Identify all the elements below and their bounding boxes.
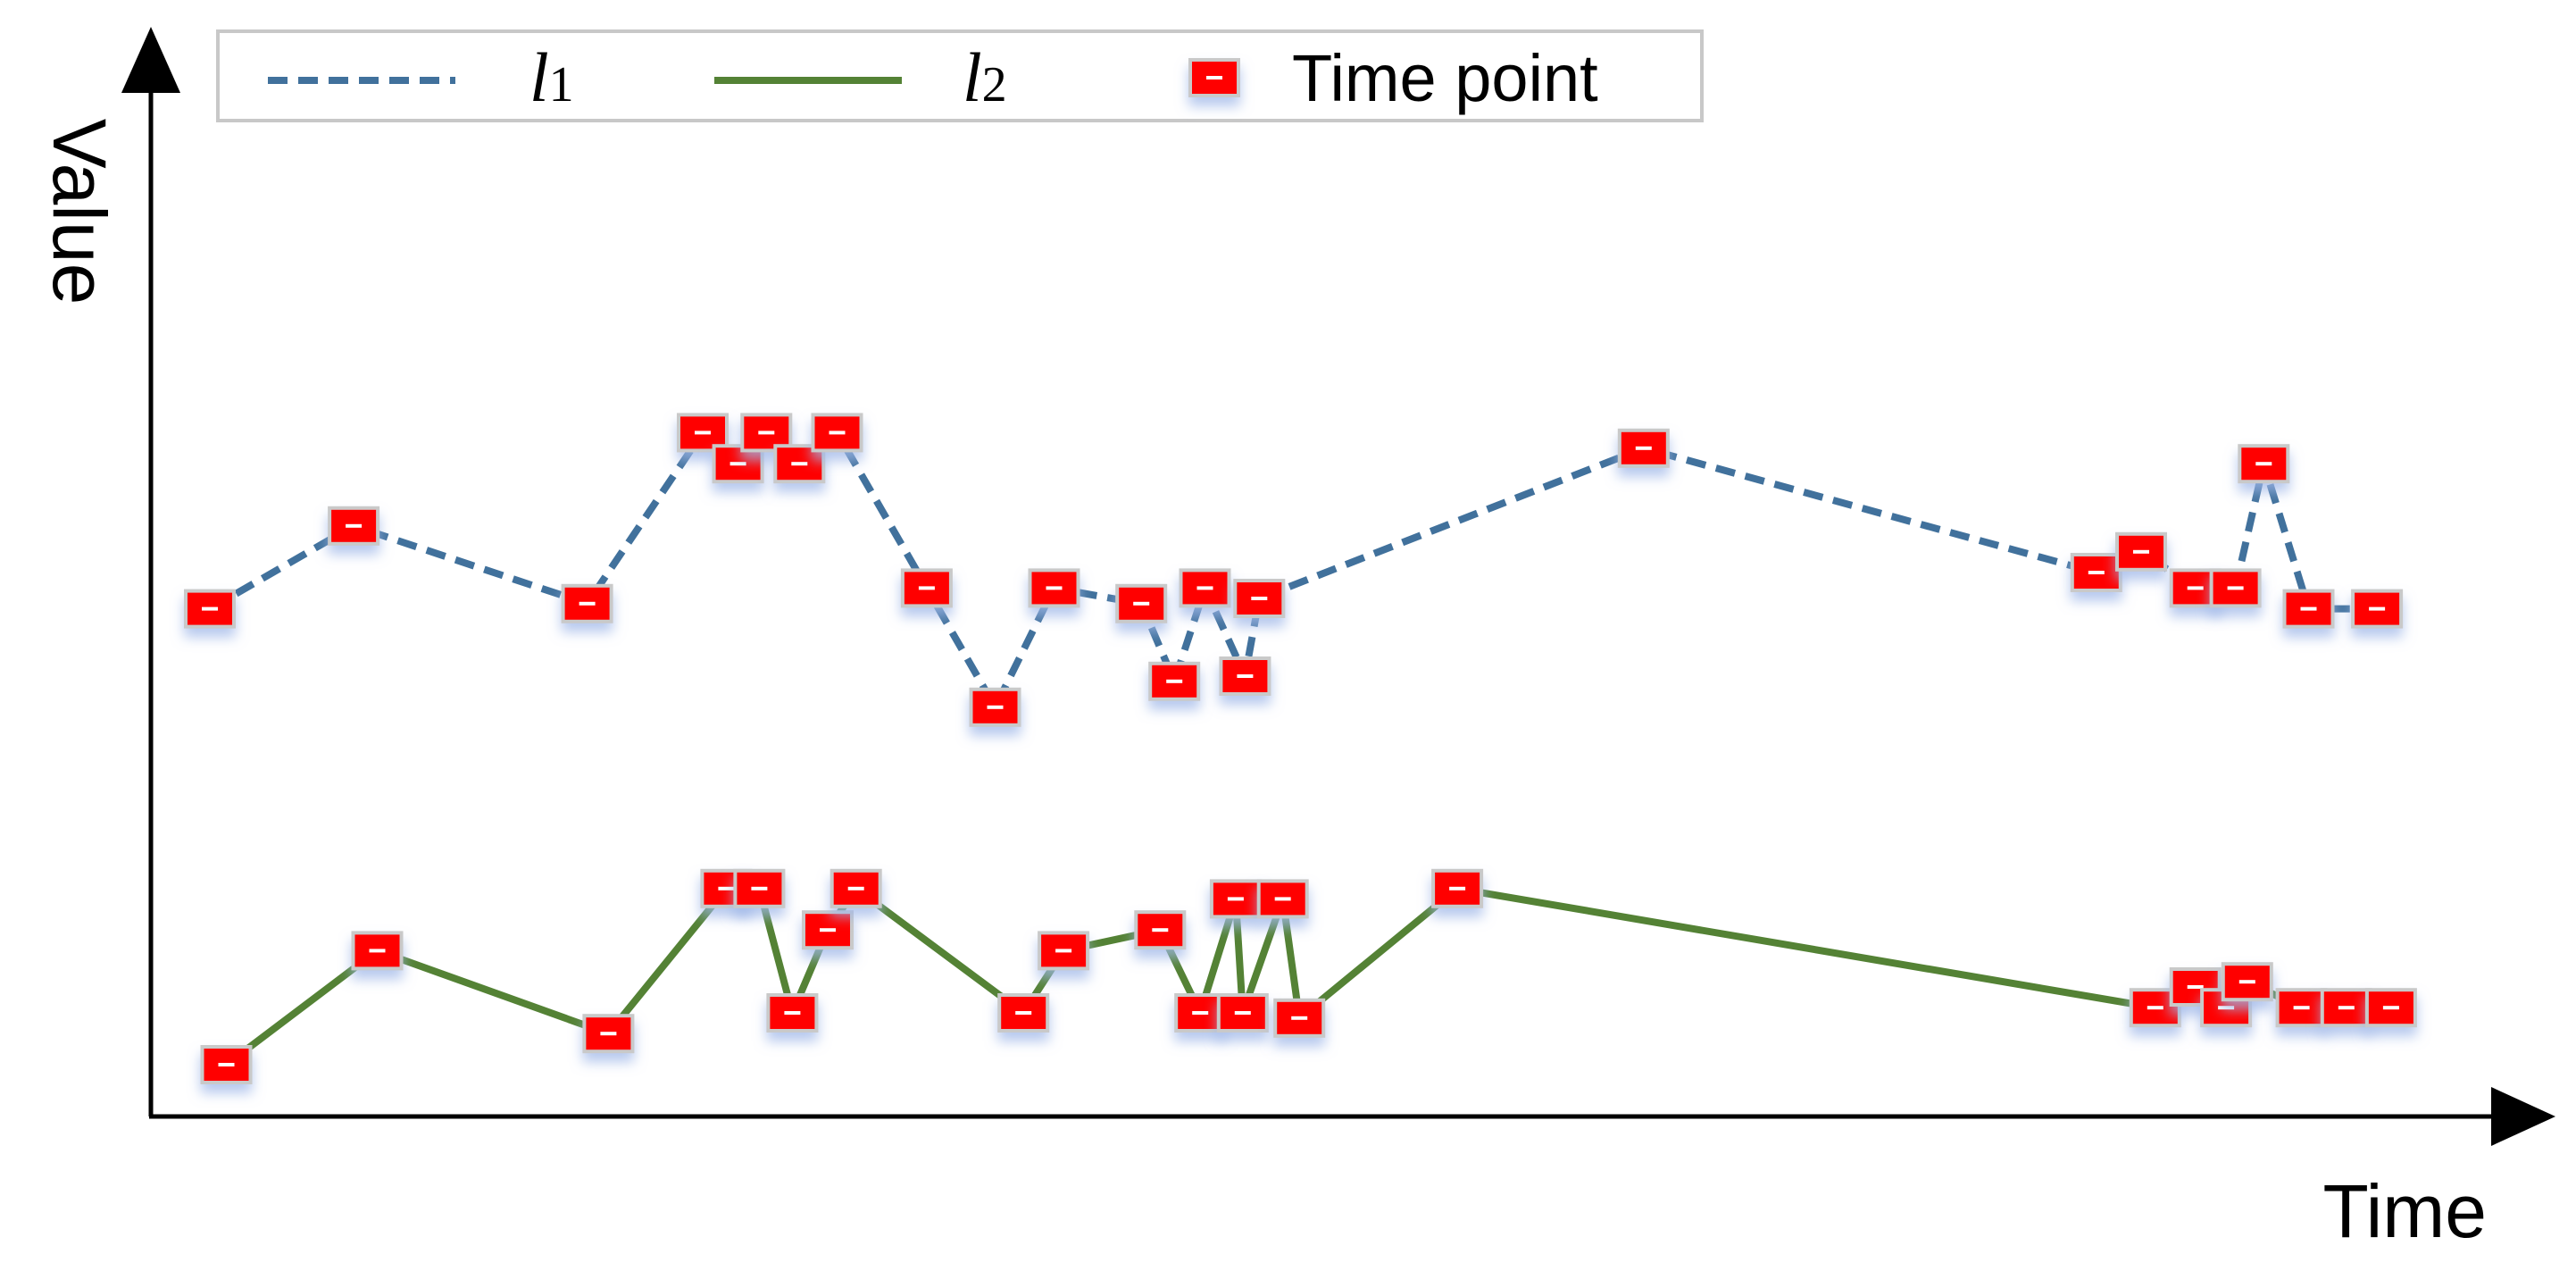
legend-label-l1-base: l [529, 38, 549, 116]
legend-label-l1-sub: 1 [549, 57, 574, 113]
legend-label-l2: l2 [963, 38, 1007, 116]
time-point-marker-l2-1 [200, 1045, 253, 1084]
time-point-marker-l1-23 [2282, 589, 2335, 629]
time-point-marker-l1-19 [2115, 531, 2167, 572]
time-point-marker-l1-16 [1233, 579, 1286, 618]
legend-swatch-time-point [1188, 58, 1240, 97]
time-point-marker-l1-12 [1115, 583, 1168, 623]
time-point-marker-l2-12 [1174, 993, 1227, 1033]
y-axis-title: Value [38, 119, 121, 305]
time-point-marker-l2-21 [2221, 962, 2273, 1002]
time-point-marker-l1-9 [900, 568, 953, 608]
time-point-marker-l1-21 [2209, 568, 2262, 608]
legend-item-l2: l2 [714, 38, 1007, 116]
time-point-marker-l2-24 [2364, 988, 2417, 1028]
time-point-marker-l1-17 [1617, 428, 1670, 468]
legend-label-l2-base: l [963, 38, 982, 116]
time-point-marker-l1-8 [811, 413, 863, 453]
time-point-marker-l2-9 [997, 993, 1050, 1033]
legend-label-time-point: Time point [1292, 41, 1598, 115]
time-point-marker-l2-22 [2275, 988, 2328, 1028]
time-point-marker-l1-3 [561, 583, 613, 623]
time-point-marker-l1-11 [1028, 568, 1080, 608]
x-axis-title: Time [2322, 1169, 2487, 1253]
time-point-markers [184, 413, 2417, 1084]
legend-box [216, 29, 1704, 122]
legend-item-time-point: Time point [1188, 41, 1598, 115]
series-lines [208, 429, 2391, 1068]
series-line-l1 [208, 429, 2378, 711]
time-point-marker-l1-18 [2070, 553, 2122, 592]
legend-label-l1: l1 [529, 38, 574, 116]
time-point-marker-l2-7 [802, 910, 854, 950]
time-point-marker-l1-14 [1179, 568, 1231, 608]
time-point-marker-l2-14 [1216, 993, 1269, 1033]
legend-item-l1: l1 [268, 38, 574, 116]
time-point-marker-l1-22 [2238, 444, 2290, 484]
legend-label-l2-sub: 2 [982, 57, 1007, 113]
time-point-marker-l2-13 [1209, 879, 1262, 919]
time-point-marker-l2-2 [351, 931, 404, 971]
time-point-marker-l1-15 [1219, 656, 1271, 696]
y-axis-arrow [121, 27, 180, 93]
time-point-marker-l2-23 [2320, 988, 2372, 1028]
time-point-marker-l2-16 [1273, 998, 1326, 1038]
time-point-marker-l1-2 [328, 506, 380, 546]
time-point-marker-l2-6 [766, 993, 819, 1033]
time-point-marker-l2-8 [829, 868, 882, 908]
time-point-marker-l1-13 [1148, 661, 1201, 701]
legend: l1 l2 Time point [216, 29, 1704, 122]
time-point-marker-l2-3 [582, 1014, 635, 1054]
time-point-marker-l2-17 [1431, 868, 1484, 908]
time-point-marker-l1-10 [969, 687, 1021, 727]
time-point-marker-l2-5 [733, 868, 786, 908]
time-point-marker-l1-1 [184, 589, 236, 629]
time-point-marker-l2-18 [2129, 988, 2181, 1028]
time-point-marker-l2-11 [1134, 910, 1187, 950]
x-axis-arrow [2491, 1087, 2555, 1146]
time-point-marker-l2-15 [1256, 879, 1309, 919]
time-point-marker-l1-24 [2351, 589, 2404, 629]
time-point-marker-l2-10 [1038, 931, 1090, 971]
